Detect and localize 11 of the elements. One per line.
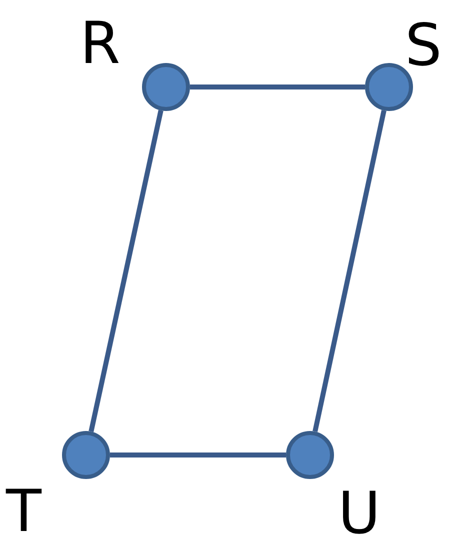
edge-line bbox=[312, 110, 386, 432]
vertex-label: T bbox=[6, 482, 42, 540]
vertex-dot bbox=[142, 63, 190, 111]
edge-line bbox=[190, 84, 365, 90]
vertex-dot bbox=[286, 431, 334, 479]
vertex-label: S bbox=[405, 16, 442, 74]
edge-line bbox=[110, 452, 286, 458]
edge-line bbox=[88, 110, 164, 432]
vertex-label: R bbox=[80, 14, 120, 72]
vertex-dot bbox=[62, 431, 110, 479]
vertex-label: U bbox=[338, 484, 380, 542]
